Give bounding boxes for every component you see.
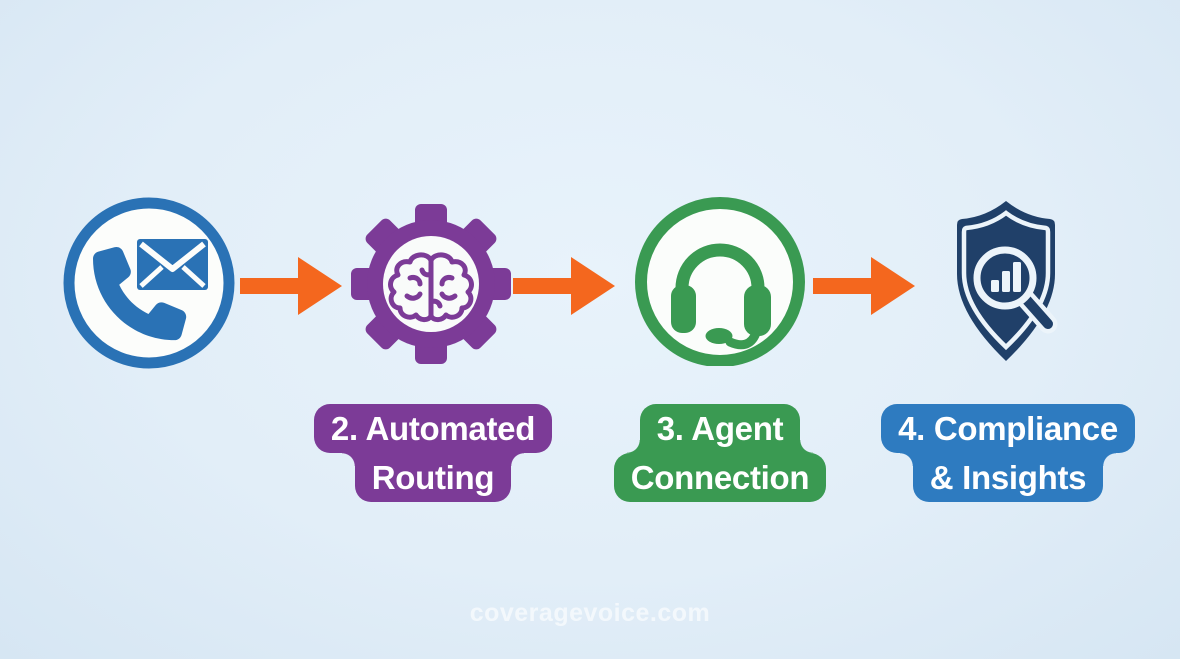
gear-brain-icon	[346, 198, 516, 368]
step-3-label-line2: Connection	[613, 453, 827, 502]
step-2-label-badge: 2. Automated Routing	[283, 404, 583, 502]
step-2-label-line2: Routing	[341, 453, 524, 502]
watermark-text: coveragevoice.com	[469, 599, 711, 627]
headset-icon	[635, 196, 805, 367]
flow-arrow-icon	[513, 254, 617, 318]
step-3-label-badge: 3. Agent Connection	[570, 404, 870, 502]
step-4-label-badge: 4. Compliance & Insights	[858, 404, 1158, 502]
flow-arrow-icon	[813, 254, 917, 318]
shield-magnifier-chart-icon	[936, 196, 1076, 368]
flow-arrow-icon	[240, 254, 344, 318]
step-4-label-line1: 4. Compliance	[881, 404, 1135, 453]
step-2-label-line1: 2. Automated	[313, 404, 553, 453]
phone-envelope-icon	[63, 197, 235, 369]
step-3-label-line1: 3. Agent	[626, 404, 813, 453]
step-4-label-line2: & Insights	[899, 453, 1116, 502]
